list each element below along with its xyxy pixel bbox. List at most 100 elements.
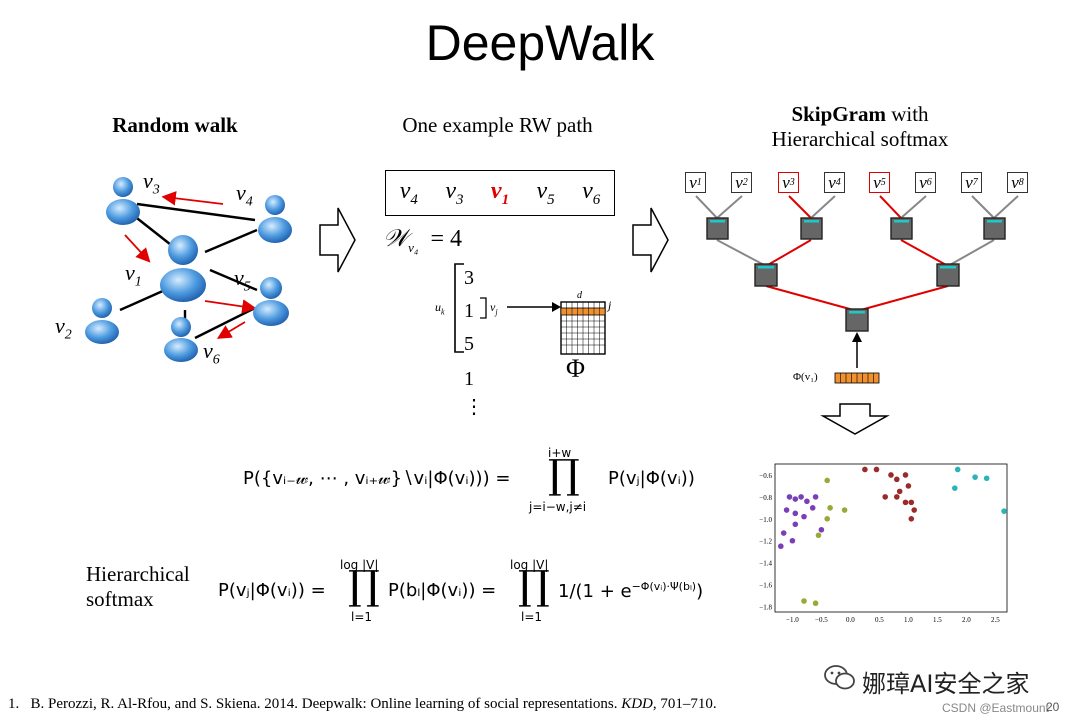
x-tick-label: 0.0: [846, 616, 855, 624]
phi-label: Φ: [566, 354, 586, 383]
scatter-point: [841, 507, 848, 513]
scatter-point: [954, 466, 961, 473]
scatter-point: [812, 494, 819, 500]
scatter-point: [896, 488, 903, 495]
scatter-point: [902, 499, 909, 506]
scatter-point: [798, 494, 804, 500]
scatter-point: [780, 530, 787, 536]
walk-list: 3 1 5 1 ⋮: [464, 262, 484, 418]
y-tick-label: −1.4: [759, 560, 772, 568]
list-item: ⋮: [464, 396, 484, 418]
hs-formula-b: P(bₗ|Φ(vᵢ)) =: [388, 580, 497, 601]
hs-formula-a: P(vⱼ|Φ(vᵢ)) =: [218, 580, 326, 601]
phi-matrix: [560, 301, 606, 355]
scatter-point: [1001, 508, 1007, 514]
embedding-vector: [834, 372, 880, 384]
y-tick-label: −1.8: [759, 604, 772, 612]
y-tick-label: −1.0: [759, 516, 772, 524]
x-tick-label: −0.5: [815, 616, 828, 624]
small-bracket: [480, 297, 487, 319]
hs-prod-top-1: log |V|: [340, 558, 379, 572]
node-label-v2: v2: [55, 313, 72, 343]
x-tick-label: −1.0: [786, 616, 799, 624]
window-size: 𝒲v₄ = 4: [383, 226, 462, 256]
scatter-point: [894, 494, 900, 500]
sequence-node: v1: [490, 177, 510, 208]
person-icon-v3: [106, 177, 140, 225]
node-label-v4: v4: [236, 180, 253, 210]
hs-prod-bottom-2: l=1: [521, 610, 543, 624]
hs-prod-bottom-1: l=1: [351, 610, 373, 624]
scatter-point: [818, 526, 825, 533]
scatter-point: [801, 513, 807, 520]
node-label-v3: v3: [143, 168, 160, 198]
graph-edges: [119, 202, 258, 340]
sequence-node: v4: [399, 177, 418, 208]
scatter-point: [873, 466, 880, 473]
list-item: 1: [464, 300, 474, 322]
x-tick-label: 0.5: [875, 616, 884, 624]
list-item: 1: [464, 368, 474, 390]
scatter-point: [882, 494, 888, 500]
node-label-v6: v6: [203, 338, 220, 368]
list-item: 3: [464, 267, 474, 289]
plot-frame: [774, 463, 1008, 613]
matrix-d-label: d: [577, 290, 582, 301]
sequence-node: v5: [536, 177, 555, 208]
scatter-point: [888, 472, 894, 478]
product-symbol: ∏: [348, 563, 380, 609]
x-tick-label: 1.5: [933, 616, 942, 624]
scatter-point: [792, 496, 799, 502]
person-icon-v5: [253, 277, 289, 326]
y-tick-label: −0.6: [759, 472, 772, 480]
window-sub: v₄: [408, 239, 419, 255]
scatter-point: [862, 466, 868, 473]
vj-label: vj: [490, 300, 498, 317]
scatter-point: [894, 476, 900, 483]
y-tick-label: −1.2: [759, 538, 772, 546]
window-value: = 4: [430, 226, 462, 252]
person-icon-v6: [164, 317, 198, 362]
skipgram-objective-right: P(vⱼ|Φ(vᵢ)): [608, 468, 695, 489]
arrow-to-matrix: [507, 302, 561, 312]
person-icon-v1: [160, 235, 206, 302]
scatter-point: [911, 507, 917, 513]
person-icon-v4: [258, 195, 292, 243]
page-number: 20: [1046, 700, 1060, 714]
scatter-point: [908, 499, 915, 506]
right-arrow-icon: [319, 207, 356, 273]
scatter-point: [952, 485, 958, 491]
right-arrow-icon: [632, 207, 669, 273]
scatter-point: [812, 600, 819, 607]
down-arrow-icon: [820, 403, 890, 435]
random-walk-graph: [85, 177, 292, 362]
scatter-point: [792, 510, 799, 517]
y-tick-label: −0.8: [759, 494, 772, 502]
prod-lower-limit: j=i−w,j≠i: [529, 500, 587, 514]
hs-formula-c: 1/(1 + e−Φ(vᵢ)·Ψ(bₗ)): [558, 580, 704, 602]
sequence-node: v3: [445, 177, 464, 208]
product-symbol: ∏: [518, 563, 550, 609]
scatter-point: [905, 483, 912, 489]
matrix-j-label: j: [608, 298, 612, 312]
scatter-point: [824, 516, 830, 522]
node-label-v5: v5: [234, 265, 251, 295]
rw-path-heading: One example RW path: [402, 113, 593, 137]
hs-prod-top-2: log |V|: [510, 558, 549, 572]
scatter-point: [972, 474, 978, 480]
prod-upper-limit: i+w: [548, 446, 572, 460]
product-symbol: ∏: [548, 452, 580, 498]
x-tick-label: 2.5: [991, 616, 1000, 624]
scatter-point: [778, 543, 784, 550]
wechat-logo-icon: [824, 665, 855, 690]
slide-title: DeepWalk: [425, 15, 655, 71]
skipgram-objective-left: P({vᵢ₋𝓌, ⋯ , vᵢ₊𝓌}∖vᵢ|Φ(vᵢ))) =: [243, 468, 511, 489]
scatter-point: [792, 521, 799, 528]
